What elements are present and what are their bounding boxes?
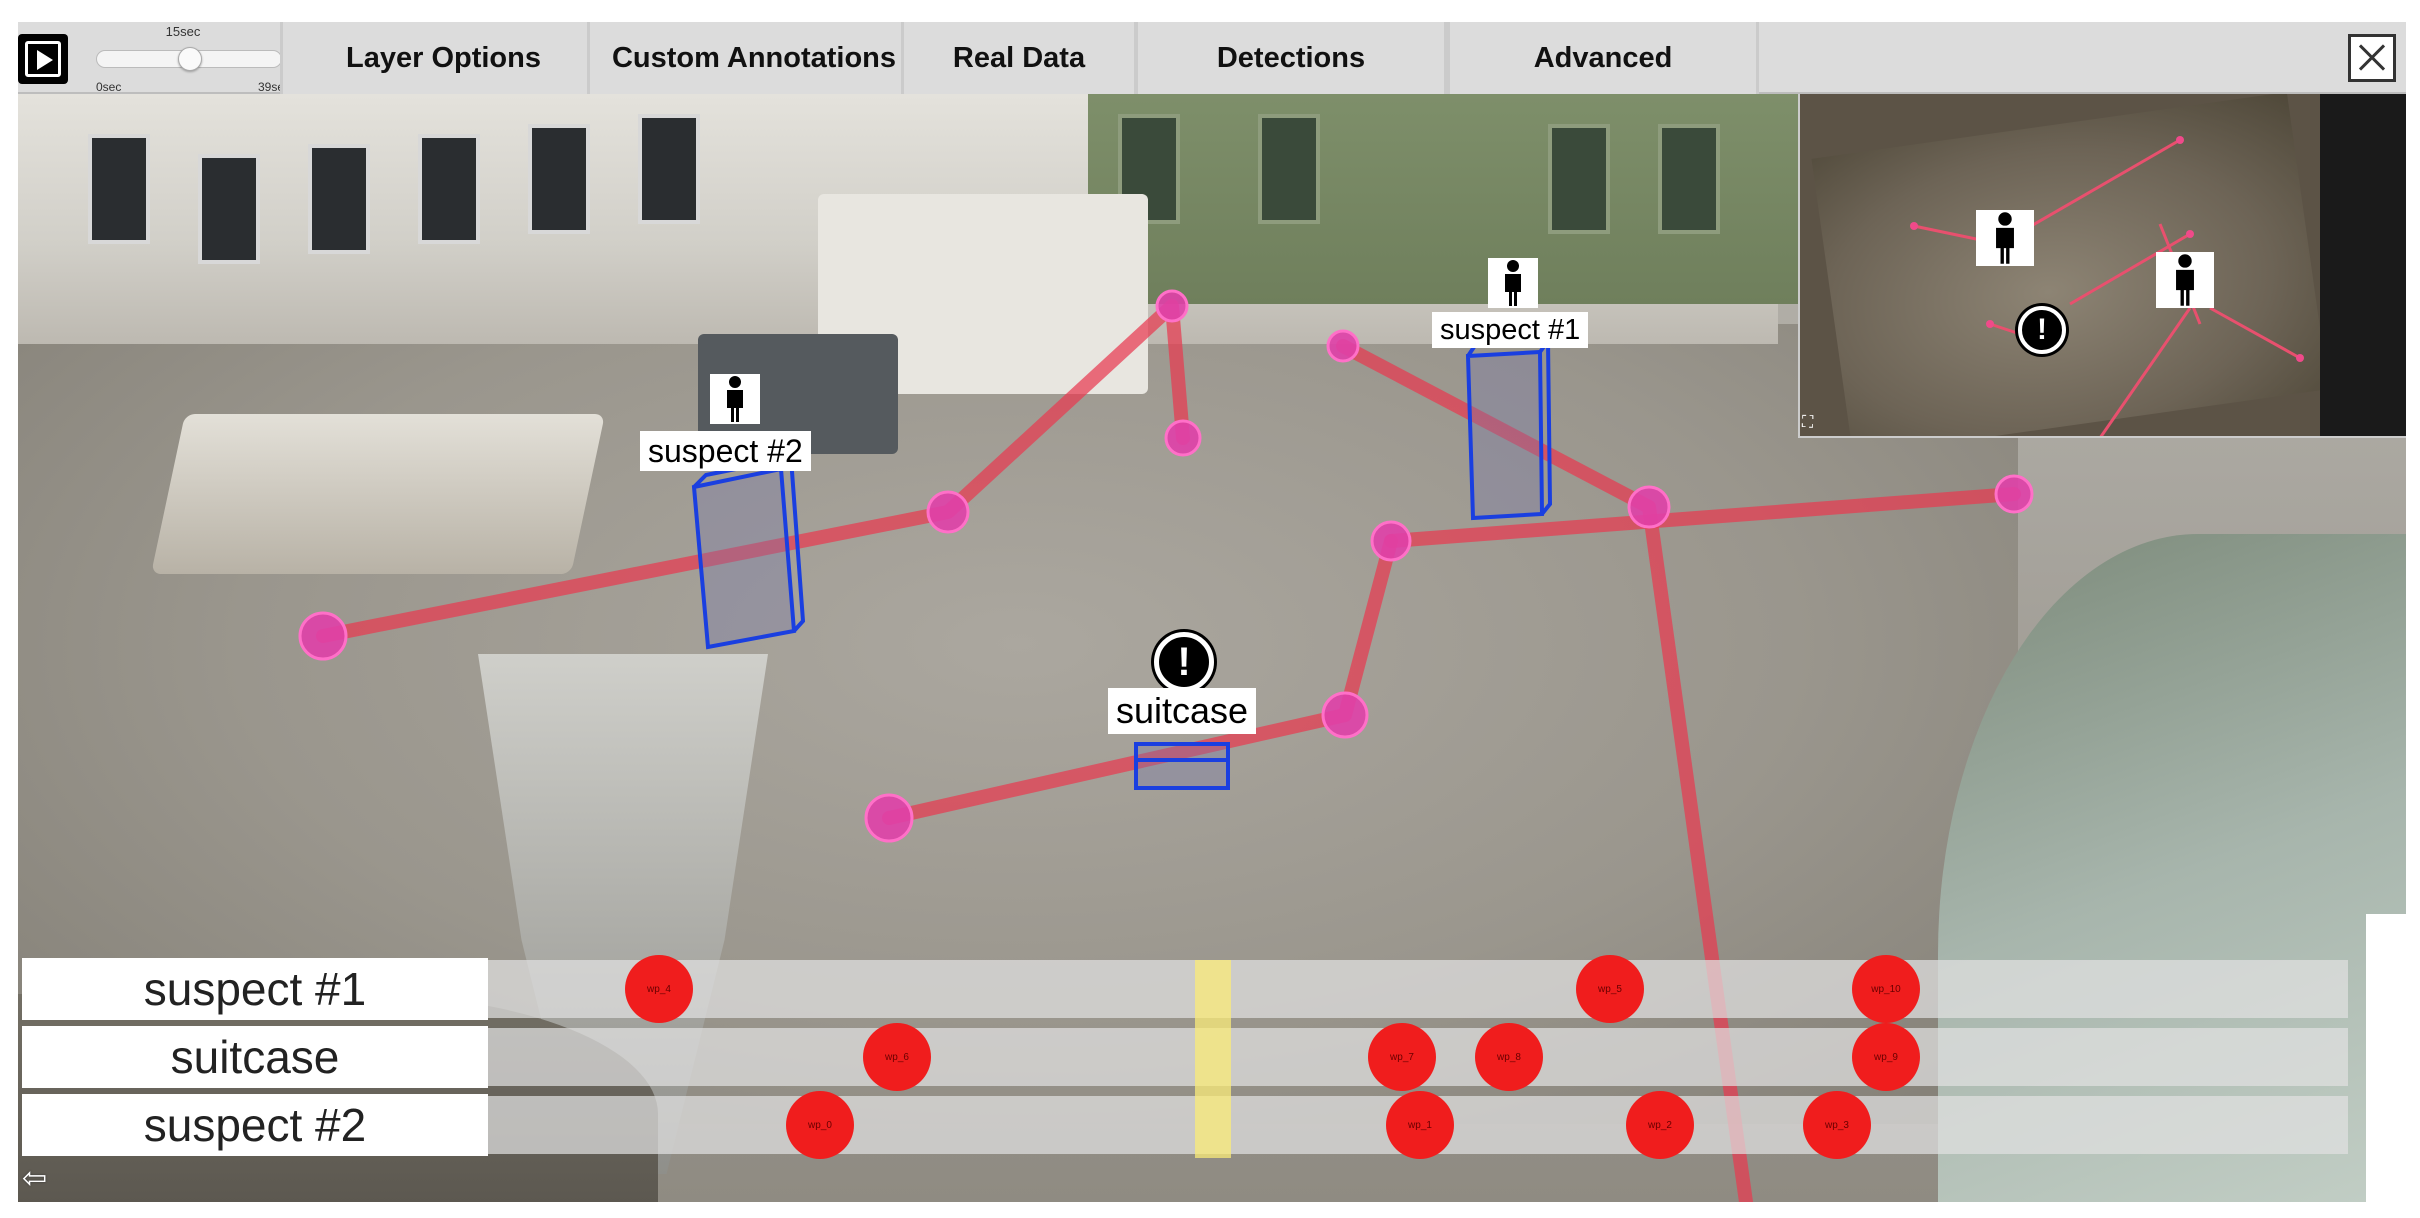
slider-min-label: 0sec [96, 80, 122, 94]
building-window [1658, 124, 1720, 234]
person-icon [1488, 258, 1538, 308]
building-window [88, 134, 150, 244]
waypoint-node[interactable] [298, 611, 348, 661]
label-suitcase: suitcase [1108, 688, 1257, 734]
path-suspect-2 [316, 299, 1190, 643]
timeline-track-suitcase: suitcase [18, 1026, 2348, 1088]
building-window [198, 154, 260, 264]
alert-icon: ! [2018, 306, 2066, 354]
timeline-waypoint[interactable]: wp_5 [1576, 955, 1644, 1023]
minimap[interactable]: ! ⛶ [1798, 94, 2406, 438]
waypoint-node[interactable] [1164, 419, 1202, 457]
timeline-waypoint[interactable]: wp_0 [786, 1091, 854, 1159]
waypoint-node[interactable] [1321, 691, 1369, 739]
track-label: suspect #2 [22, 1094, 488, 1156]
tab-detections[interactable]: Detections [1135, 22, 1447, 94]
track-bar[interactable] [488, 960, 2348, 1018]
waypoint-node[interactable] [864, 793, 914, 843]
building-window [418, 134, 480, 244]
top-toolbar: 15sec 0sec 39sec Layer Options Custom An… [18, 22, 2406, 94]
waypoint-node[interactable] [1370, 520, 1412, 562]
back-arrow-icon[interactable]: ⇦ [22, 1162, 48, 1195]
timeline-waypoint[interactable]: wp_6 [863, 1023, 931, 1091]
building-window [308, 144, 370, 254]
bbox-suspect-1[interactable] [1465, 338, 1553, 521]
slider-handle[interactable] [178, 47, 203, 71]
timeline-track-suspect-1: suspect #1 [18, 958, 2348, 1020]
tab-advanced[interactable]: Advanced [1447, 22, 1759, 94]
waypoint-node[interactable] [1326, 329, 1360, 363]
bbox-suitcase[interactable] [1134, 742, 1230, 790]
building-window [638, 114, 700, 224]
bbox-suspect-2[interactable] [691, 454, 806, 650]
label-suspect-1: suspect #1 [1432, 312, 1589, 348]
person-icon [710, 374, 760, 424]
timeline-waypoint[interactable]: wp_8 [1475, 1023, 1543, 1091]
viewport-side-strip [2366, 914, 2406, 1202]
play-button[interactable] [18, 34, 68, 84]
timeline-waypoint[interactable]: wp_1 [1386, 1091, 1454, 1159]
tab-layer-options[interactable]: Layer Options [280, 22, 607, 94]
path-suspect-1-branch [1384, 487, 2021, 548]
timeline-waypoint[interactable]: wp_10 [1852, 955, 1920, 1023]
play-icon [25, 41, 61, 77]
waypoint-node[interactable] [1155, 289, 1189, 323]
tab-real-data[interactable]: Real Data [901, 22, 1137, 94]
time-slider[interactable]: 15sec 0sec 39sec [76, 22, 290, 94]
track-label: suspect #1 [22, 958, 488, 1020]
label-suspect-2: suspect #2 [640, 431, 811, 471]
minimap-paths [1910, 136, 2304, 436]
person-icon [2156, 252, 2214, 308]
alert-icon: ! [1154, 632, 1214, 692]
tab-custom-annotations[interactable]: Custom Annotations [587, 22, 921, 94]
person-icon [1976, 210, 2034, 266]
timeline-current-time-cursor[interactable] [1195, 960, 1231, 1158]
building-window [1258, 114, 1320, 224]
waypoint-node[interactable] [926, 490, 970, 534]
timeline-waypoint[interactable]: wp_2 [1626, 1091, 1694, 1159]
building-window [1548, 124, 1610, 234]
timeline-track-suspect-2: suspect #2 [18, 1094, 2348, 1156]
close-button[interactable] [2348, 34, 2396, 82]
minimap-void [2320, 94, 2406, 436]
timeline-waypoint[interactable]: wp_4 [625, 955, 693, 1023]
timeline-panel: suspect #1 suitcase suspect #2 wp_4 wp_5… [18, 955, 2348, 1159]
timeline-waypoint[interactable]: wp_3 [1803, 1091, 1871, 1159]
track-label: suitcase [22, 1026, 488, 1088]
slider-current-time: 15sec [165, 24, 201, 39]
expand-icon[interactable]: ⛶ [1802, 414, 1814, 431]
waypoint-node[interactable] [1627, 485, 1671, 529]
waypoint-node[interactable] [1994, 474, 2034, 514]
timeline-waypoint[interactable]: wp_9 [1852, 1023, 1920, 1091]
timeline-waypoint[interactable]: wp_7 [1368, 1023, 1436, 1091]
building-window [528, 124, 590, 234]
